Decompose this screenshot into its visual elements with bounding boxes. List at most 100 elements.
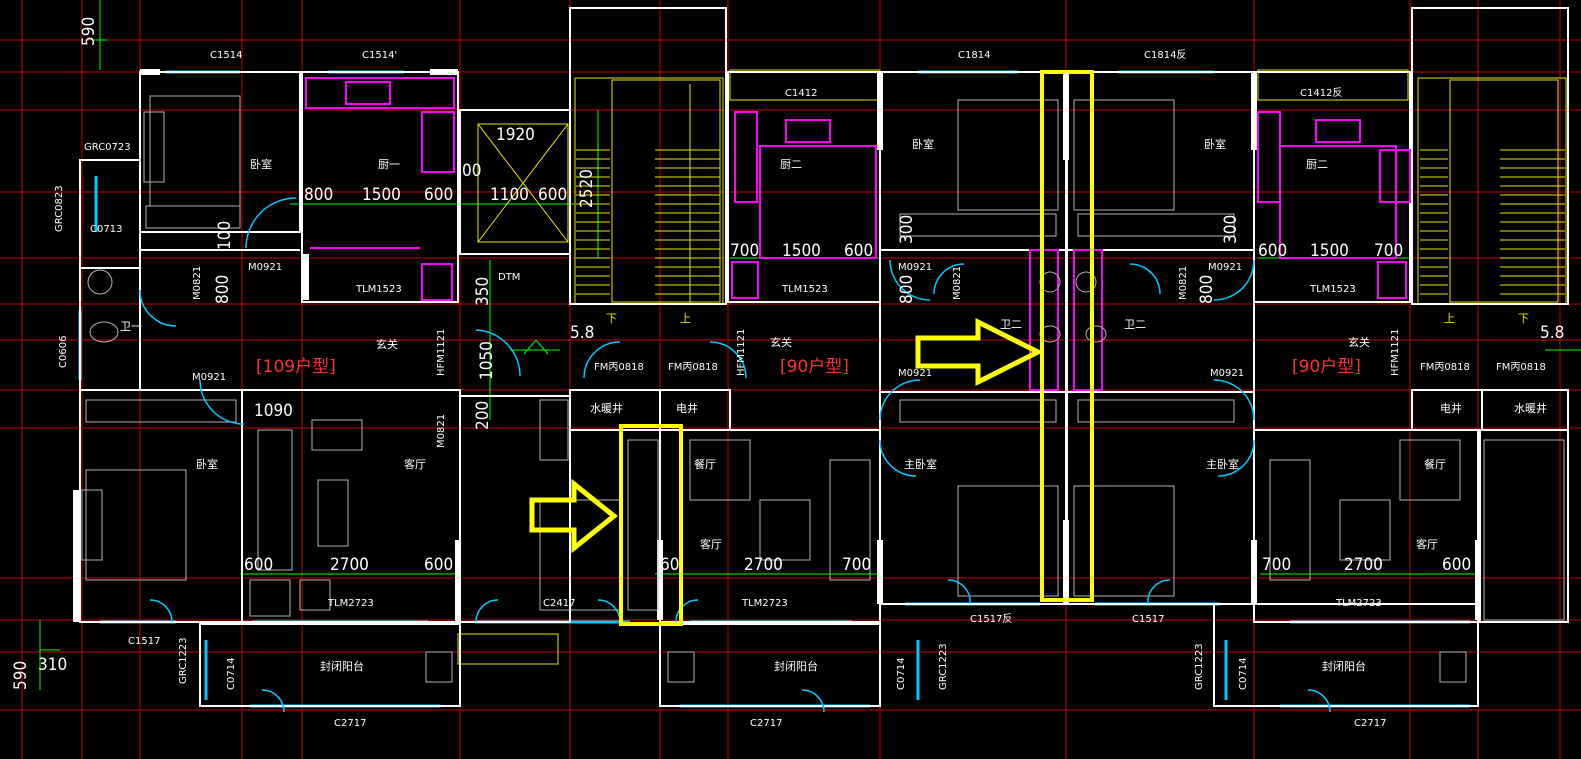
kitchen-fixtures xyxy=(305,77,1411,391)
unit-type-right: [90户型] xyxy=(1292,357,1361,377)
dim-60: 60 xyxy=(660,555,679,575)
arrow-right-callout xyxy=(915,317,1044,387)
win-c2717-a: C2717 xyxy=(334,718,366,729)
room-entry-1: 玄关 xyxy=(376,337,398,351)
dim-1090: 1090 xyxy=(254,401,293,421)
dim-1500-c: 1500 xyxy=(1310,241,1349,261)
room-bedroom-2: 卧室 xyxy=(912,137,934,151)
dim-200: 200 xyxy=(473,401,493,430)
win-c0714-b: C0714 xyxy=(896,658,907,690)
door-swings xyxy=(139,197,1331,713)
room-balcony-2: 封闭阳台 xyxy=(774,659,818,673)
door-tlm1523-c: TLM1523 xyxy=(1309,284,1356,295)
dim-800-c: 800 xyxy=(897,275,917,304)
door-fm0818-a: FM丙0818 xyxy=(594,362,644,373)
win-grc0723: GRC0723 xyxy=(84,142,131,153)
door-fm0818-b: FM丙0818 xyxy=(668,362,718,373)
dim-310: 310 xyxy=(38,655,67,675)
room-water-shaft-2: 水暖井 xyxy=(1514,401,1547,415)
door-m0821-a: M0821 xyxy=(192,266,203,300)
room-elec-shaft-2: 电井 xyxy=(1440,401,1462,415)
door-tlm1523-b: TLM1523 xyxy=(781,284,828,295)
door-m0821-d: M0821 xyxy=(436,414,447,448)
room-bedroom-3: 卧室 xyxy=(1204,137,1226,151)
unit-type-center: [90户型] xyxy=(780,357,849,377)
dim-2700-b: 2700 xyxy=(744,555,783,575)
door-m0921-c: M0921 xyxy=(898,262,932,273)
dim-1050: 1050 xyxy=(477,341,497,380)
highlight-box-left xyxy=(619,424,683,626)
room-master-1: 主卧室 xyxy=(904,457,937,471)
dim-2700-a: 2700 xyxy=(330,555,369,575)
dim-590-top: 590 xyxy=(79,17,99,46)
room-entry-2: 玄关 xyxy=(770,335,792,349)
stair-down-b: 下 xyxy=(1518,312,1529,325)
dim-600-f: 600 xyxy=(1442,555,1471,575)
stair-down-a: 下 xyxy=(606,312,617,325)
room-bedroom-4: 卧室 xyxy=(196,457,218,471)
dim-1500-b: 1500 xyxy=(782,241,821,261)
walls xyxy=(79,7,1569,707)
door-tlm1523-a: TLM1523 xyxy=(355,284,402,295)
win-c2417: C2417 xyxy=(543,598,575,609)
room-bath-1: 卫一 xyxy=(120,320,142,333)
room-elec-shaft-1: 电井 xyxy=(676,401,698,415)
dim-350: 350 xyxy=(473,277,493,306)
arrow-left-callout xyxy=(529,478,619,554)
win-c0606: C0606 xyxy=(58,336,69,368)
win-c1514: C1514 xyxy=(210,50,242,61)
stair-up-a: 上 xyxy=(680,312,691,325)
dim-600-e: 600 xyxy=(424,555,453,575)
dim-800-d: 800 xyxy=(1197,275,1217,304)
dim-1500-a: 1500 xyxy=(362,185,401,205)
door-m0921-d: M0921 xyxy=(1208,262,1242,273)
win-c0714-c: C0714 xyxy=(1238,658,1249,690)
dim-600-d: 600 xyxy=(244,555,273,575)
dim-600-c: 600 xyxy=(1258,241,1287,261)
room-kitchen-1: 厨一 xyxy=(378,158,400,171)
room-balcony-1: 封闭阳台 xyxy=(320,659,364,673)
win-c2717-b: C2717 xyxy=(750,718,782,729)
room-kitchen-2b: 厨二 xyxy=(1306,158,1328,171)
room-living-1: 客厅 xyxy=(404,457,426,471)
door-fm0818-d: FM丙0818 xyxy=(1496,362,1546,373)
door-hfm1121-b: HFM1121 xyxy=(736,329,747,376)
dim-800-a: 800 xyxy=(304,185,333,205)
unit-type-left: [109户型] xyxy=(256,357,336,377)
room-balcony-3: 封闭阳台 xyxy=(1322,659,1366,673)
win-grc1223-b: GRC1223 xyxy=(938,643,949,690)
dim-590-bottom: 590 xyxy=(11,661,31,690)
win-c1514b: C1514' xyxy=(362,50,397,61)
dim-900: 00 xyxy=(462,161,481,181)
dim-100: 100 xyxy=(215,221,235,250)
win-c1517r: C1517反 xyxy=(970,613,1012,625)
room-bedroom-1: 卧室 xyxy=(250,157,272,171)
door-fm0818-c: FM丙0818 xyxy=(1420,362,1470,373)
win-c0714-a: C0714 xyxy=(226,658,237,690)
win-c1517-b: C1517 xyxy=(1132,614,1164,625)
dim-2520: 2520 xyxy=(577,169,597,208)
win-c1412r: C1412反 xyxy=(1300,87,1342,99)
dim-1100: 1100 xyxy=(490,185,529,205)
room-living-3: 客厅 xyxy=(1416,537,1438,551)
door-tlm2723-b: TLM2723 xyxy=(741,598,788,609)
door-m0921-a: M0921 xyxy=(248,262,282,273)
door-hfm1121-c: HFM1121 xyxy=(1390,329,1401,376)
door-dtm: DTM xyxy=(498,272,520,283)
win-c1814: C1814 xyxy=(958,50,990,61)
level-5-8-b: 5.8 xyxy=(1540,323,1564,343)
win-c2717-c: C2717 xyxy=(1354,718,1386,729)
dim-600-b: 600 xyxy=(844,241,873,261)
win-c0713: C0713 xyxy=(90,224,122,235)
door-m0821-c: M0821 xyxy=(1178,266,1189,300)
dim-700-a: 700 xyxy=(730,241,759,261)
door-hfm1121-a: HFM1121 xyxy=(436,329,447,376)
win-grc0823: GRC0823 xyxy=(54,185,65,232)
room-master-2: 主卧室 xyxy=(1206,457,1239,471)
room-bath-2a: 卫二 xyxy=(1000,318,1022,331)
door-m0921-e: M0921 xyxy=(898,368,932,379)
room-living-2: 客厅 xyxy=(700,537,722,551)
dim-700-c: 700 xyxy=(842,555,871,575)
